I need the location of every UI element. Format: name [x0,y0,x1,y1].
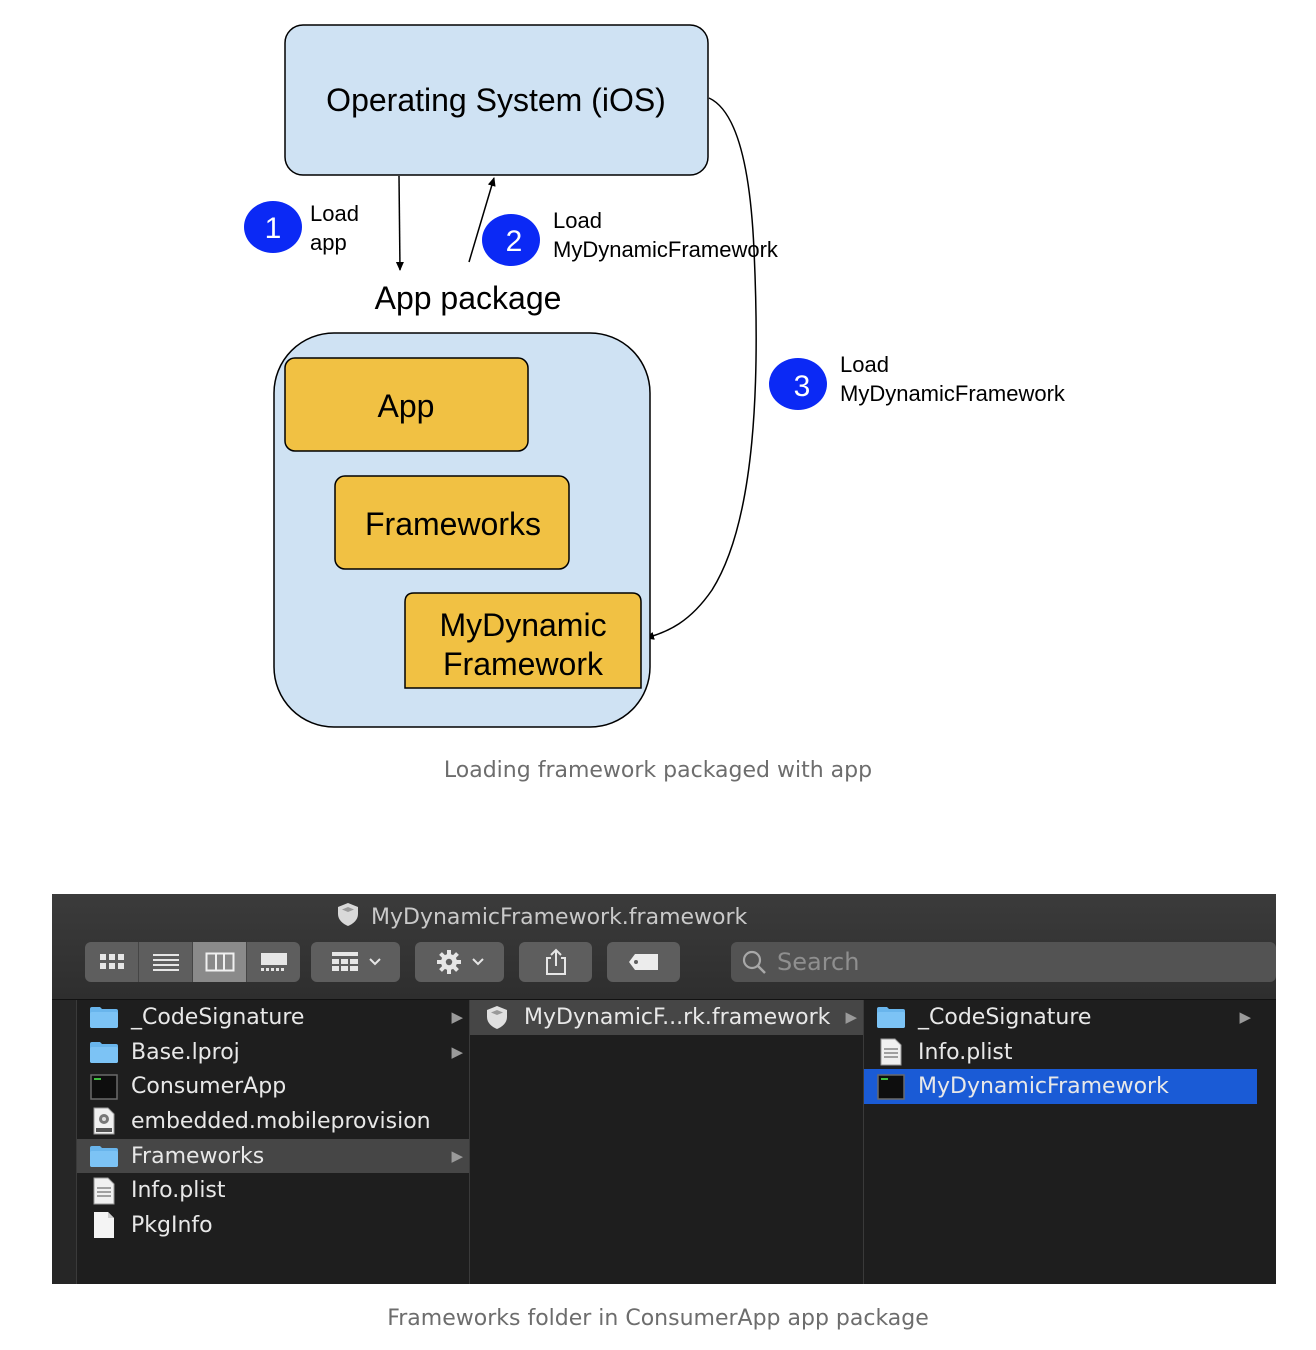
column-browser: _CodeSignature ▶ Base.lproj ▶ ConsumerApp emb… [52,1000,1276,1284]
folder-icon [89,1039,119,1065]
search-icon [742,950,766,974]
arrow-load-framework-3 [645,97,757,640]
framework-icon [335,901,361,933]
icon-view-button[interactable] [85,942,139,982]
list-item-label: Info.plist [131,1178,226,1204]
list-item[interactable]: Base.lproj ▶ [77,1035,469,1070]
list-item[interactable]: PkgInfo [77,1208,469,1243]
tag-icon [628,954,658,970]
arrow-load-app [395,175,404,271]
step-1-number: 1 [265,212,282,245]
step-2-line-1: Load [553,208,602,233]
column-view-button[interactable] [193,942,247,982]
list-item-label: MyDynamicF...rk.framework [524,1004,831,1030]
provision-file-icon [89,1107,119,1135]
step-2-number: 2 [506,225,523,258]
window-title: MyDynamicFramework.framework [335,902,747,932]
terminal-exec-icon [89,1073,119,1100]
column-1: _CodeSignature ▶ Base.lproj ▶ ConsumerApp emb… [77,1000,470,1284]
chevron-right-icon: ▶ [451,1043,463,1062]
os-box [284,24,709,176]
frameworks-box-label: Frameworks [365,506,541,542]
list-item[interactable]: Info.plist [77,1173,469,1208]
step-3-number: 3 [794,370,811,403]
step-3-line-1: Load [840,352,889,377]
finder-caption: Frameworks folder in ConsumerApp app pac… [387,1306,929,1331]
step-3-badge [769,358,827,410]
group-by-button[interactable] [311,942,400,982]
list-item-label: Base.lproj [131,1039,240,1065]
list-view-button[interactable] [139,942,193,982]
share-button[interactable] [519,942,592,982]
finder-toolbar: MyDynamicFramework.framework [52,894,1276,1000]
list-item-label: _CodeSignature [918,1004,1092,1030]
list-item-label: MyDynamicFramework [918,1074,1169,1100]
list-item[interactable]: MyDynamicFramework [864,1069,1257,1105]
list-item-label: PkgInfo [131,1212,213,1238]
framework-icon [482,1004,512,1030]
app-box-label: App [378,388,435,424]
chevron-down-icon [471,958,484,966]
list-item[interactable]: _CodeSignature ▶ [77,1000,469,1035]
list-item-label: Info.plist [918,1039,1013,1065]
gallery-icon [260,953,287,971]
search-input[interactable] [775,947,1179,977]
list-item-label: embedded.mobileprovision [131,1108,431,1134]
step-1-line-2: app [310,230,347,255]
list-item-label: _CodeSignature [131,1004,305,1030]
blank-file-icon [89,1212,119,1239]
step-1-badge [244,201,302,253]
app-loading-diagram: Operating System (iOS) 1 Load app 2 Load… [244,24,1066,728]
step-2-line-2: MyDynamicFramework [553,237,779,262]
list-icon [152,954,179,971]
plist-file-icon [89,1177,119,1205]
list-item[interactable]: embedded.mobileprovision [77,1104,469,1139]
os-box-label: Operating System (iOS) [326,82,666,118]
my-dynamic-framework-line-2: Framework [443,646,604,682]
chevron-down-icon [368,958,381,966]
list-item-label: Frameworks [131,1143,265,1169]
tags-button[interactable] [607,942,680,982]
list-item[interactable]: MyDynamicF...rk.framework ▶ [470,1000,863,1035]
folder-icon [876,1004,906,1030]
window-title-text: MyDynamicFramework.framework [371,904,748,930]
finder-window: MyDynamicFramework.framework [52,894,1276,1284]
list-item[interactable]: Info.plist [864,1035,1257,1070]
app-box [284,357,529,452]
columns-icon [205,952,234,972]
diagram-caption: Loading framework packaged with app [443,758,873,783]
plist-file-icon [876,1038,906,1066]
grid-icon [99,954,124,969]
step-2-badge [482,214,540,266]
folder-icon [89,1004,119,1030]
chevron-right-icon: ▶ [451,1008,463,1027]
frameworks-box [334,475,570,570]
sidebar-edge [52,1000,77,1284]
list-item[interactable]: _CodeSignature ▶ [864,1000,1257,1035]
folder-icon [89,1143,119,1169]
app-package-label: App package [375,280,562,316]
my-dynamic-framework-box [404,592,642,689]
list-item-label: ConsumerApp [131,1074,287,1100]
step-3-line-2: MyDynamicFramework [840,381,1066,406]
view-mode-segmented [85,942,300,982]
chevron-right-icon: ▶ [845,1008,857,1027]
gear-icon [436,950,461,974]
my-dynamic-framework-line-1: MyDynamic [439,607,606,643]
group-icon [331,952,358,971]
terminal-exec-icon [876,1073,906,1100]
action-menu-button[interactable] [415,942,504,982]
chevron-right-icon: ▶ [451,1147,463,1166]
list-item[interactable]: Frameworks ▶ [77,1138,469,1174]
search-field[interactable] [731,942,1276,982]
list-item[interactable]: ConsumerApp [77,1069,469,1104]
gallery-view-button[interactable] [247,942,300,982]
column-2: MyDynamicF...rk.framework ▶ [470,1000,864,1284]
chevron-right-icon: ▶ [1239,1008,1251,1027]
step-1-line-1: Load [310,201,359,226]
share-icon [545,948,566,975]
arrow-load-framework-2 [468,177,496,263]
